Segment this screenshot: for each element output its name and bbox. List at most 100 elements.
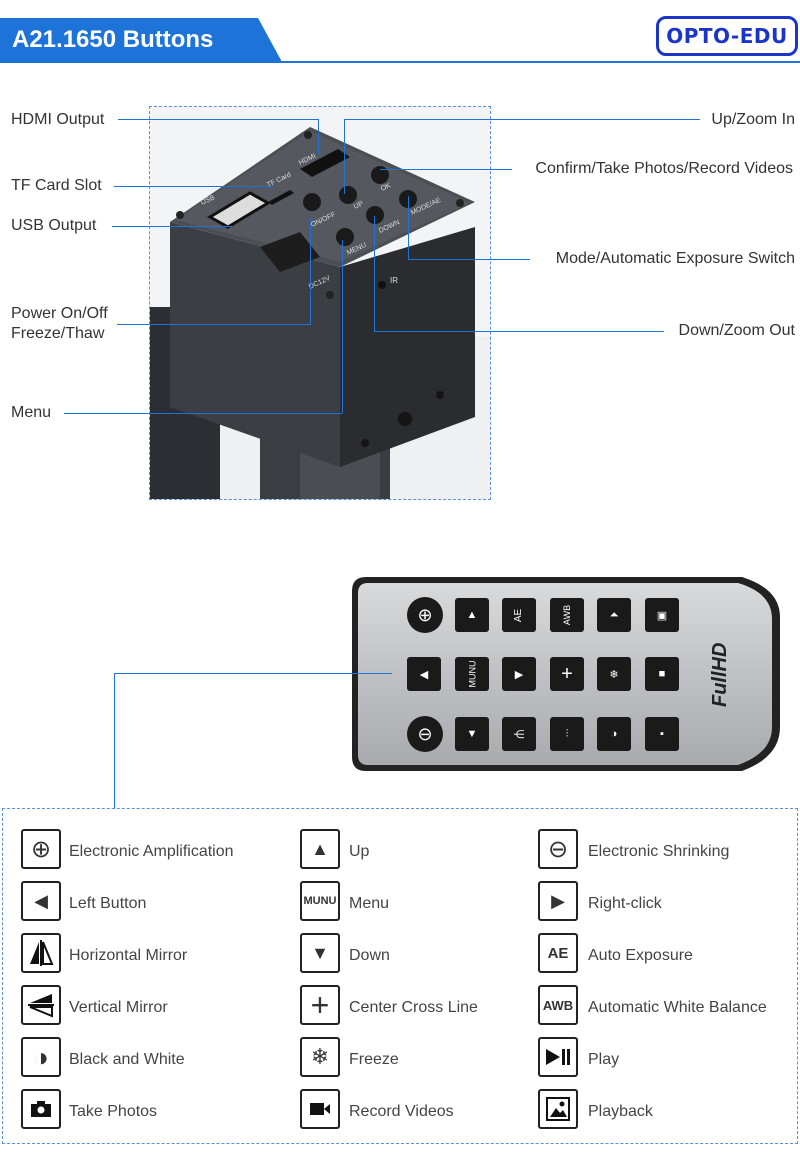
page-title: A21.1650 Buttons bbox=[0, 18, 282, 62]
remote-vmirror-button[interactable]: ⋲ bbox=[502, 717, 536, 751]
header-divider bbox=[0, 61, 800, 63]
camera-photo: HDMI USB TF Card ON/OFF UP OK MODE/AE ME… bbox=[149, 106, 491, 500]
remote-zoom-in-button[interactable]: ⊕ bbox=[407, 597, 443, 633]
label-usb-output: USB Output bbox=[11, 217, 97, 234]
snowflake-icon: ❄ bbox=[300, 1037, 340, 1077]
triangle-right-icon: ▶ bbox=[514, 668, 524, 681]
label-tf-card-slot: TF Card Slot bbox=[11, 177, 102, 194]
play-icon: ⏶ bbox=[609, 608, 619, 621]
printed-up: UP bbox=[353, 200, 365, 211]
cross-icon: + bbox=[561, 662, 573, 685]
triangle-left-icon: ◀ bbox=[419, 668, 429, 681]
cross-icon: + bbox=[300, 985, 340, 1025]
remote-cross-button[interactable]: + bbox=[550, 657, 584, 691]
remote-awb-button[interactable]: AWB bbox=[550, 598, 584, 632]
callout-line bbox=[117, 324, 310, 325]
remote-brand-label: FullHD bbox=[709, 642, 731, 707]
printed-ok: OK bbox=[380, 182, 392, 193]
awb-icon: AWB bbox=[538, 985, 578, 1025]
callout-line bbox=[374, 331, 664, 332]
legend-item: Right-click bbox=[588, 895, 662, 912]
horizontal-mirror-icon: ⫶ bbox=[565, 727, 569, 740]
black-white-icon: ◑ bbox=[610, 728, 618, 740]
legend-item: Up bbox=[349, 843, 370, 860]
remote-hmirror-button[interactable]: ⫶ bbox=[550, 717, 584, 751]
remote-down-button[interactable]: ▼ bbox=[455, 717, 489, 751]
legend-item: Menu bbox=[349, 895, 390, 912]
label-mode-ae: Mode/Automatic Exposure Switch bbox=[555, 250, 795, 267]
remote-right-button[interactable]: ▶ bbox=[502, 657, 536, 691]
callout-line bbox=[380, 169, 512, 170]
triangle-left-icon: ◀ bbox=[21, 881, 61, 921]
image-icon: ▣ bbox=[656, 609, 668, 622]
legend-item: Record Videos bbox=[349, 1103, 454, 1120]
legend-item: Black and White bbox=[69, 1051, 185, 1068]
callout-line bbox=[118, 119, 318, 120]
callout-line bbox=[408, 196, 409, 259]
triangle-up-icon: ▲ bbox=[300, 829, 340, 869]
legend-item: Take Photos bbox=[69, 1103, 158, 1120]
callout-line bbox=[344, 119, 345, 194]
printed-ir: IR bbox=[390, 276, 398, 285]
remote-bw-button[interactable]: ◑ bbox=[597, 717, 631, 751]
zoom-in-icon: ⊕ bbox=[21, 829, 61, 869]
zoom-out-icon: ⊖ bbox=[417, 723, 433, 744]
remote-zoom-out-button[interactable]: ⊖ bbox=[407, 716, 443, 752]
callout-line bbox=[114, 673, 392, 674]
legend-item: Auto Exposure bbox=[588, 947, 693, 964]
ae-icon: AE bbox=[538, 933, 578, 973]
legend-item: Electronic Shrinking bbox=[588, 843, 730, 860]
remote-photo-button[interactable]: ▪ bbox=[645, 717, 679, 751]
callout-line bbox=[112, 226, 232, 227]
triangle-down-icon: ▼ bbox=[466, 728, 478, 740]
callout-line bbox=[310, 218, 311, 325]
legend-item: Freeze bbox=[349, 1051, 399, 1068]
callout-line bbox=[344, 119, 700, 120]
remote-menu-button[interactable]: MUNU bbox=[455, 657, 489, 691]
legend-item: Center Cross Line bbox=[349, 999, 478, 1016]
vertical-mirror-icon: ⋲ bbox=[513, 728, 525, 741]
legend-item: Vertical Mirror bbox=[69, 999, 168, 1016]
legend-item: Play bbox=[588, 1051, 620, 1068]
snowflake-icon: ❄ bbox=[609, 668, 619, 681]
label-hdmi-output: HDMI Output bbox=[11, 111, 105, 128]
remote-control: ⊕ ▲ AE AWB ⏶ ▣ ◀ MUNU ▶ + ❄ ■ ⊖ ▼ ⋲ ⫶ ◑ … bbox=[352, 577, 780, 771]
callout-line bbox=[374, 216, 375, 331]
remote-record-button[interactable]: ■ bbox=[645, 657, 679, 691]
label-up-zoom-in: Up/Zoom In bbox=[711, 111, 795, 128]
label-menu: Menu bbox=[11, 404, 52, 421]
legend-item: Playback bbox=[588, 1103, 653, 1120]
callout-line bbox=[318, 119, 319, 154]
ae-icon: AE bbox=[513, 608, 525, 622]
legend-item: Left Button bbox=[69, 895, 147, 912]
legend-panel: ⊕ Electronic Amplification ◀ Left Button… bbox=[2, 808, 798, 1144]
callout-line bbox=[64, 413, 342, 414]
camera-icon: ▪ bbox=[660, 728, 664, 740]
horizontal-mirror-icon bbox=[21, 933, 61, 973]
legend-item: Automatic White Balance bbox=[588, 999, 767, 1016]
legend-item: Horizontal Mirror bbox=[69, 947, 188, 964]
remote-freeze-button[interactable]: ❄ bbox=[597, 657, 631, 691]
label-confirm: Confirm/Take Photos/Record Videos bbox=[535, 160, 793, 177]
vertical-mirror-icon bbox=[21, 985, 61, 1025]
remote-playback-button[interactable]: ▣ bbox=[645, 598, 679, 632]
remote-ae-button[interactable]: AE bbox=[502, 598, 536, 632]
black-white-icon: ◑ bbox=[21, 1037, 61, 1077]
callout-line bbox=[114, 673, 115, 809]
camera-icon bbox=[21, 1089, 61, 1129]
image-icon bbox=[538, 1089, 578, 1129]
label-power-onoff: Power On/Off bbox=[11, 305, 108, 322]
label-freeze-thaw: Freeze/Thaw bbox=[11, 325, 105, 342]
video-camera-icon bbox=[300, 1089, 340, 1129]
remote-up-button[interactable]: ▲ bbox=[455, 598, 489, 632]
triangle-down-icon: ▼ bbox=[300, 933, 340, 973]
menu-icon: MUNU bbox=[467, 660, 477, 688]
remote-play-button[interactable]: ⏶ bbox=[597, 598, 631, 632]
callout-line bbox=[114, 186, 274, 187]
remote-left-button[interactable]: ◀ bbox=[407, 657, 441, 691]
callout-line bbox=[342, 240, 343, 413]
zoom-in-icon: ⊕ bbox=[417, 604, 433, 625]
legend-item: Down bbox=[349, 947, 390, 964]
video-camera-icon: ■ bbox=[658, 668, 666, 680]
play-icon bbox=[538, 1037, 578, 1077]
